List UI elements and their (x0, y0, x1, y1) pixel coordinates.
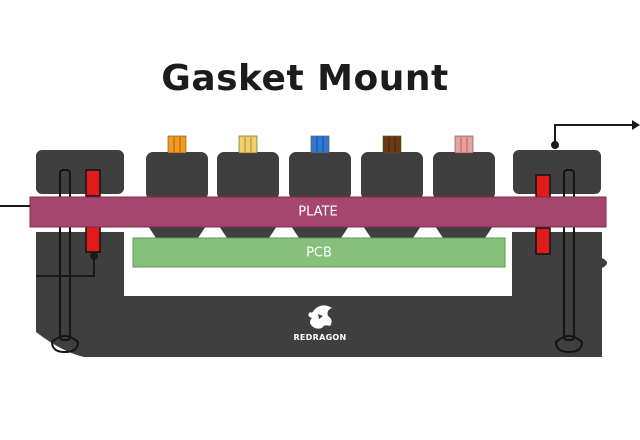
keycaps-group (146, 135, 495, 238)
keycap (146, 135, 208, 238)
right-case-top (513, 150, 601, 194)
keycap (289, 135, 351, 238)
left-lower-gasket (85, 225, 101, 253)
right-screw (554, 169, 584, 354)
pcb-label: PCB (306, 246, 332, 261)
plate-layer (29, 196, 607, 228)
case-body (36, 232, 607, 357)
switch-stem (454, 135, 474, 154)
right-upper-gasket (535, 174, 551, 200)
right-callout-arrow (551, 120, 640, 149)
right-lower-gasket (535, 227, 551, 255)
keycap (217, 135, 279, 238)
diagram-title: Gasket Mount (161, 58, 449, 99)
dragon-logo-icon (308, 305, 332, 329)
brand-logo-text: REDRAGON (293, 333, 346, 342)
left-callout-line (0, 205, 98, 277)
switch-stem (382, 135, 402, 154)
keycap (361, 135, 423, 238)
keycap (433, 135, 495, 238)
switch-stem (167, 135, 187, 154)
pcb-layer (132, 237, 506, 268)
left-upper-gasket (85, 169, 101, 197)
switch-stem (310, 135, 330, 154)
switch-stem (238, 135, 258, 154)
left-case-top (36, 150, 124, 194)
left-screw (50, 169, 80, 354)
plate-label: PLATE (298, 205, 337, 220)
